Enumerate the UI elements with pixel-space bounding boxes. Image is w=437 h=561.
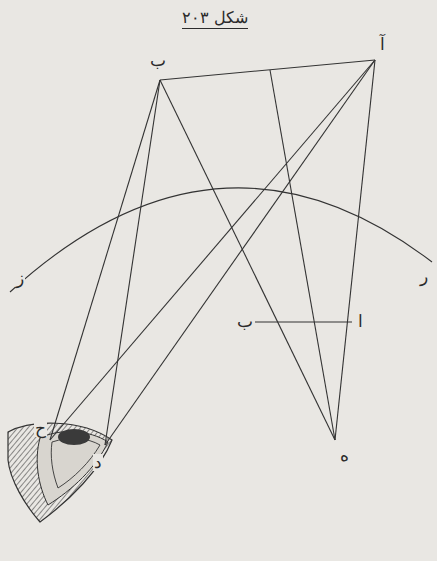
ray (50, 60, 375, 440)
eye-figure (8, 423, 112, 522)
point-letter: ب (149, 52, 167, 69)
point-letter: آ (379, 36, 386, 53)
ray (105, 80, 160, 445)
arc (10, 188, 432, 292)
small-segment (255, 321, 352, 322)
ray (50, 80, 160, 440)
ray-lines (10, 60, 432, 445)
ray (335, 60, 375, 440)
ray (160, 80, 335, 440)
point-letter: ه (339, 447, 350, 464)
point-letter: ز (15, 270, 25, 287)
figure-title: شكل ٢٠٣ (182, 10, 248, 29)
ray (270, 70, 335, 440)
ray (105, 60, 375, 445)
point-letter: ب (236, 313, 254, 330)
point-letter: د (93, 454, 103, 471)
top-line (160, 60, 375, 80)
point-letter: ر (419, 268, 429, 285)
point-letter: ا (357, 313, 364, 330)
point-letter: ح (34, 420, 47, 437)
